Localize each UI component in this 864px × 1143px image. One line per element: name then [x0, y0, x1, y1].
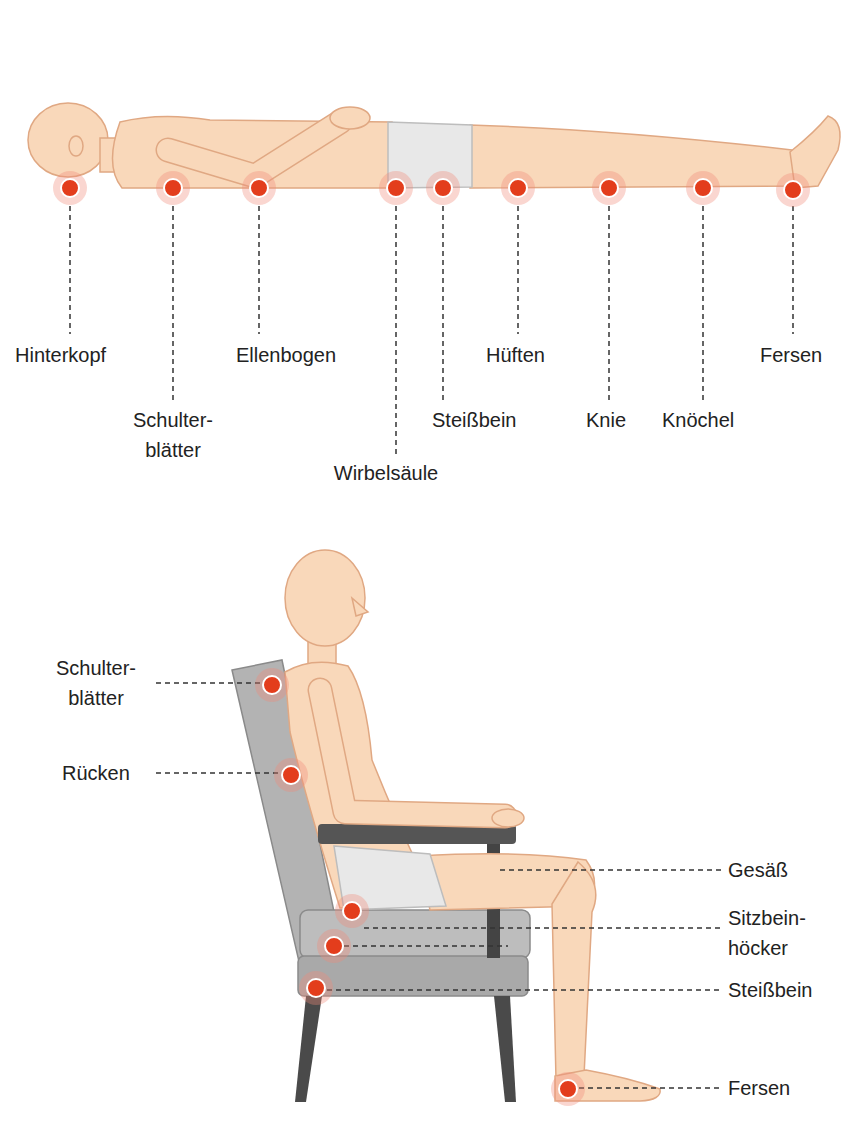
leader-line — [327, 989, 722, 991]
leader-line — [517, 206, 519, 334]
seated-arm — [320, 690, 524, 827]
leader-line — [364, 927, 722, 929]
body-part-label: Steißbein — [728, 975, 853, 1005]
body-part-label: Hüften — [486, 340, 571, 370]
pressure-point — [501, 171, 535, 205]
chair-leg — [295, 996, 322, 1102]
body-part-label: Knöchel — [662, 405, 762, 435]
pressure-points — [53, 171, 810, 1106]
body-part-label: Sitzbein- höcker — [728, 903, 853, 963]
body-part-label: Wirbelsäule — [316, 458, 456, 488]
leader-line — [344, 945, 508, 947]
pressure-point — [299, 971, 333, 1005]
hands — [330, 107, 370, 129]
leader-line — [156, 772, 280, 774]
leader-line — [608, 206, 610, 400]
body-part-label: Knie — [586, 405, 646, 435]
body-part-label: Hinterkopf — [15, 340, 145, 370]
leader-lines — [70, 206, 793, 1088]
leader-line — [500, 869, 722, 871]
pressure-point — [426, 171, 460, 205]
head — [28, 103, 108, 177]
pressure-point — [776, 173, 810, 207]
pressure-point — [686, 171, 720, 205]
leader-line — [579, 1087, 722, 1089]
pressure-point — [156, 171, 190, 205]
nose — [352, 598, 368, 616]
pressure-point — [53, 171, 87, 205]
leader-line — [172, 206, 174, 400]
body-part-label: Schulter- blätter — [118, 405, 228, 465]
pressure-point — [317, 929, 351, 963]
body-part-label: Rücken — [62, 758, 152, 788]
chair-leg — [494, 996, 516, 1102]
body-part-label: Fersen — [760, 340, 850, 370]
body-part-label: Gesäß — [728, 855, 838, 885]
leader-line — [395, 206, 397, 454]
leader-line — [258, 206, 260, 334]
pressure-point — [255, 668, 289, 702]
arm-outline — [320, 690, 505, 816]
pressure-point — [335, 894, 369, 928]
body-part-label: Schulter- blätter — [40, 653, 152, 713]
leader-line — [156, 682, 262, 684]
leader-line — [69, 206, 71, 334]
seated-figure — [285, 550, 660, 1101]
leader-line — [702, 206, 704, 400]
leader-line — [792, 206, 794, 334]
pressure-point — [379, 171, 413, 205]
arm-outline — [168, 122, 340, 176]
lower-leg — [552, 862, 596, 1080]
pressure-point — [551, 1072, 585, 1106]
arm — [320, 690, 505, 816]
hand — [492, 809, 524, 827]
body-part-label: Steißbein — [432, 405, 547, 435]
body-part-label: Fersen — [728, 1073, 838, 1103]
body-part-label: Ellenbogen — [236, 340, 371, 370]
pressure-point — [242, 171, 276, 205]
leader-line — [442, 206, 444, 400]
pressure-point — [274, 758, 308, 792]
pressure-point — [592, 171, 626, 205]
ear — [69, 136, 83, 156]
arm — [168, 122, 340, 176]
